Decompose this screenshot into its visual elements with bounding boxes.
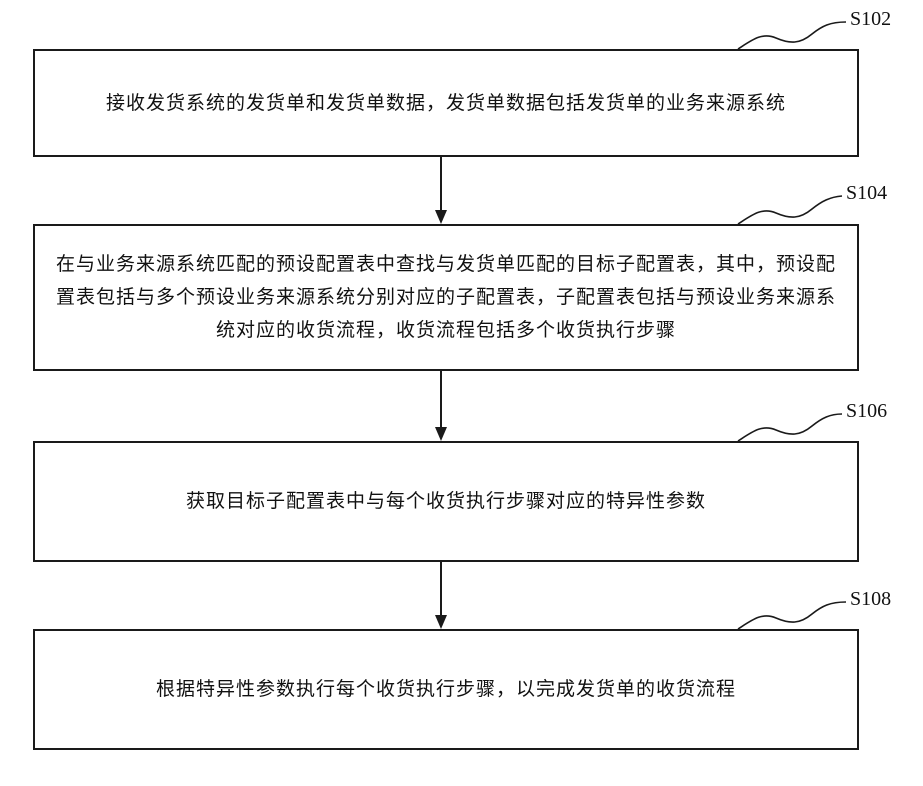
step-box-s106: 获取目标子配置表中与每个收货执行步骤对应的特异性参数 xyxy=(33,441,859,562)
leader-squiggle-s102 xyxy=(738,22,846,49)
step-box-s104: 在与业务来源系统匹配的预设配置表中查找与发货单匹配的目标子配置表，其中，预设配置… xyxy=(33,224,859,371)
leader-squiggle-s104 xyxy=(738,196,842,224)
step-text-s108: 根据特异性参数执行每个收货执行步骤，以完成发货单的收货流程 xyxy=(49,673,843,706)
leader-squiggle-s106 xyxy=(738,414,842,441)
step-text-s104: 在与业务来源系统匹配的预设配置表中查找与发货单匹配的目标子配置表，其中，预设配置… xyxy=(49,248,843,347)
step-box-s102: 接收发货系统的发货单和发货单数据，发货单数据包括发货单的业务来源系统 xyxy=(33,49,859,157)
step-label-s106: S106 xyxy=(846,400,887,423)
step-box-s108: 根据特异性参数执行每个收货执行步骤，以完成发货单的收货流程 xyxy=(33,629,859,750)
step-text-s102: 接收发货系统的发货单和发货单数据，发货单数据包括发货单的业务来源系统 xyxy=(49,87,843,120)
arrow-head-s106-s108 xyxy=(435,615,447,629)
step-label-s102: S102 xyxy=(850,8,891,31)
step-label-s108: S108 xyxy=(850,588,891,611)
step-text-s106: 获取目标子配置表中与每个收货执行步骤对应的特异性参数 xyxy=(49,485,843,518)
leader-squiggle-s108 xyxy=(738,602,846,629)
arrow-head-s104-s106 xyxy=(435,427,447,441)
arrow-head-s102-s104 xyxy=(435,210,447,224)
step-label-s104: S104 xyxy=(846,182,887,205)
